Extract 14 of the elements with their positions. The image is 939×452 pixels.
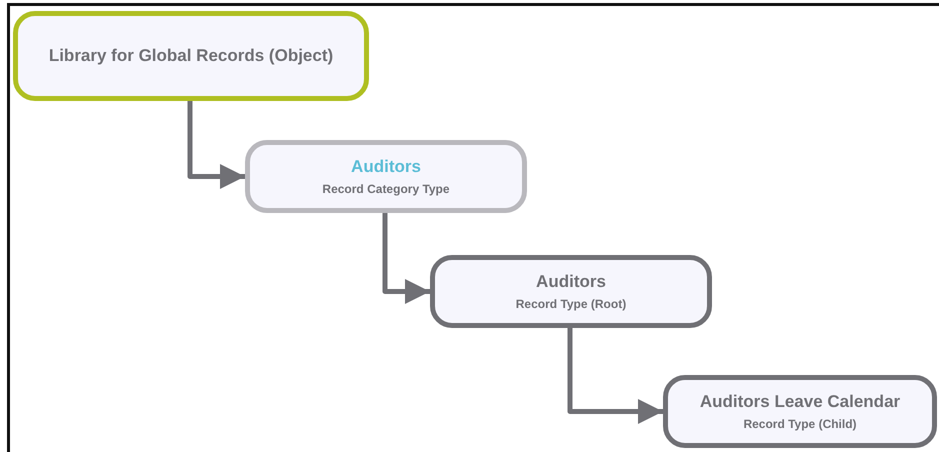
arrow [382, 213, 430, 304]
node-subtitle: Record Type (Child) [743, 416, 857, 431]
process-box [663, 375, 937, 448]
node-title: Auditors [536, 272, 606, 293]
process-box [13, 11, 369, 101]
process-box [245, 140, 527, 213]
node-title: Library for Global Records (Object) [48, 46, 334, 66]
node-subtitle: Record Category Type [322, 182, 450, 196]
arrow [188, 101, 245, 189]
arrow [568, 328, 663, 424]
node-title: Auditors Leave Calendar [700, 392, 900, 413]
process-box [430, 255, 712, 328]
node-title: Auditors [351, 157, 421, 178]
node-subtitle: Record Type (Root) [516, 296, 626, 311]
